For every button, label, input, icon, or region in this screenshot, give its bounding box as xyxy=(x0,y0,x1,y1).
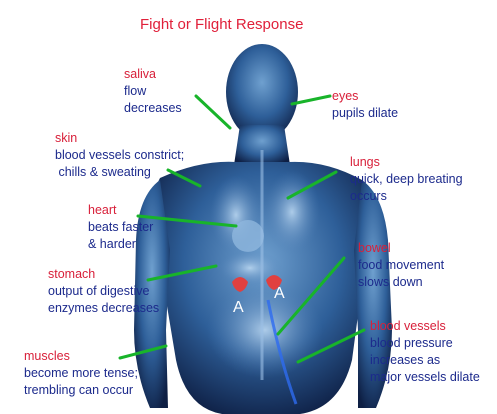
organ-effect: food movement slows down xyxy=(358,258,445,289)
lung-right xyxy=(264,170,320,254)
adrenal-marker-right: A xyxy=(274,285,285,302)
organ-name: heart xyxy=(88,203,117,217)
pointer-saliva xyxy=(194,94,232,130)
pointer-muscles xyxy=(118,344,168,360)
pointer-skin xyxy=(166,168,202,188)
adrenal-gland-left xyxy=(232,277,248,292)
organ-name: blood vessels xyxy=(370,319,446,333)
head-shape xyxy=(226,44,298,140)
right-arm-shape xyxy=(354,180,392,408)
organ-effect: blood pressure increases as major vessel… xyxy=(370,336,480,384)
label-lungs: lungs quick, deep breating occurs xyxy=(350,154,463,205)
organ-name: lungs xyxy=(350,155,380,169)
organ-effect: pupils dilate xyxy=(332,106,399,120)
label-muscles: muscles become more tense; trembling can… xyxy=(24,348,138,399)
label-stomach: stomach output of digestive enzymes decr… xyxy=(48,266,159,317)
organ-name: skin xyxy=(55,131,78,145)
adrenal-gland-right xyxy=(266,275,282,290)
heart-organ xyxy=(232,220,264,252)
neck-shape xyxy=(234,125,290,165)
blood-vessel xyxy=(266,299,298,405)
pointer-stomach xyxy=(146,264,218,282)
organ-effect: flow decreases xyxy=(124,84,182,115)
organ-effect: become more tense; trembling can occur xyxy=(24,366,138,397)
organ-name: saliva xyxy=(124,67,156,81)
pointer-vessels xyxy=(296,328,366,364)
stomach-organ xyxy=(218,250,282,286)
pointer-lungs xyxy=(286,170,338,200)
organ-name: bowel xyxy=(358,241,391,255)
label-skin: skin blood vessels constrict; chills & s… xyxy=(55,130,184,181)
pointer-heart xyxy=(136,214,238,228)
intestines xyxy=(207,282,323,378)
adrenal-marker-left: A xyxy=(233,299,244,316)
organ-effect: output of digestive enzymes decreases xyxy=(48,284,160,315)
organ-name: eyes xyxy=(332,89,359,103)
label-bowel: bowel food movement slows down xyxy=(358,240,444,291)
label-eyes: eyes pupils dilate xyxy=(332,88,398,122)
organ-effect: beats faster & harder xyxy=(88,220,154,251)
organ-name: muscles xyxy=(24,349,70,363)
organ-effect: blood vessels constrict; chills & sweati… xyxy=(55,148,185,179)
organ-name: stomach xyxy=(48,267,96,281)
label-blood-vessels: blood vessels blood pressure increases a… xyxy=(370,318,480,386)
diagram-title: Fight or Flight Response xyxy=(140,16,304,33)
organ-effect: quick, deep breating occurs xyxy=(350,172,463,203)
label-heart: heart beats faster & harder xyxy=(88,202,153,253)
pointer-bowel xyxy=(276,256,346,336)
pointer-eyes xyxy=(290,94,332,106)
label-saliva: saliva flow decreases xyxy=(124,66,182,117)
